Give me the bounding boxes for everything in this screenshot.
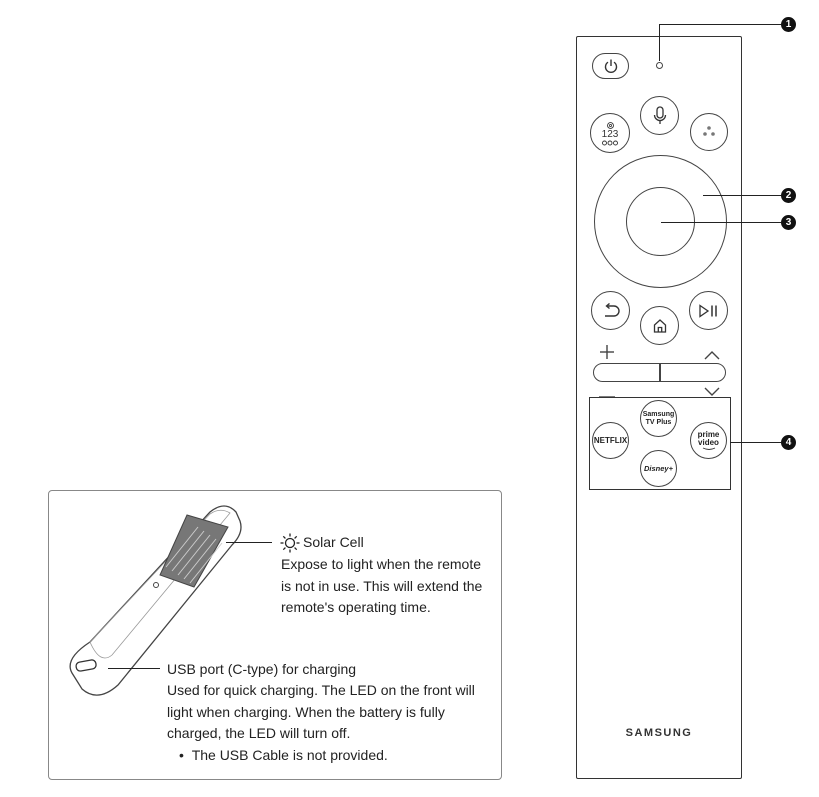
solar-cell-description: Expose to light when the remote is not i…	[281, 554, 496, 619]
callout-line-1	[659, 24, 781, 26]
solar-cell-title: Solar Cell	[303, 534, 364, 550]
video-label: video	[698, 437, 719, 447]
callout-3: 3	[781, 215, 796, 230]
play-pause-button[interactable]	[689, 291, 728, 330]
usb-description: Used for quick charging. The LED on the …	[167, 680, 497, 766]
bullet-icon: •	[179, 746, 192, 763]
disney-plus-button[interactable]: Disney+	[640, 450, 677, 487]
solar-line-3: remote's operating time.	[281, 599, 431, 615]
channel-down-icon	[703, 385, 721, 403]
info-panel	[48, 490, 502, 780]
usb-line-2: light when charging. When the battery is…	[167, 703, 445, 720]
dots-icon	[602, 140, 618, 146]
disney-plus-label: Disney+	[644, 464, 673, 473]
callout-line-2	[703, 195, 781, 197]
assistant-icon	[703, 126, 715, 136]
usb-callout-line-diag	[108, 668, 160, 670]
led-indicator	[656, 62, 663, 69]
back-button[interactable]	[591, 291, 630, 330]
number-button[interactable]: 123	[590, 113, 630, 153]
callout-line-3	[661, 222, 781, 224]
mic-button[interactable]	[640, 96, 679, 135]
solar-line-1: Expose to light when the remote	[281, 556, 482, 572]
volume-up-icon	[598, 343, 616, 365]
callout-4: 4	[781, 435, 796, 450]
samsung-tv-plus-button[interactable]: Samsung TV Plus	[640, 400, 677, 437]
power-icon	[604, 59, 617, 73]
home-button[interactable]	[640, 306, 679, 345]
assistant-button[interactable]	[690, 113, 728, 151]
callout-1: 1	[781, 17, 796, 32]
netflix-button[interactable]: NETFLIX	[592, 422, 629, 459]
usb-port-title: USB port (C-type) for charging	[167, 661, 357, 677]
callout-line-4	[730, 442, 781, 444]
samsung-tv-plus-line1: Samsung	[642, 410, 675, 418]
samsung-logo: SAMSUNG	[625, 727, 693, 739]
usb-note-text: The USB Cable is not provided.	[191, 746, 388, 763]
settings-icon	[606, 122, 614, 129]
solar-callout-line	[226, 542, 272, 544]
select-button[interactable]	[626, 187, 695, 256]
number-label: 123	[601, 129, 619, 140]
solar-line-2: is not in use. This will extend the	[281, 577, 483, 594]
samsung-tv-plus-line2: TV Plus	[645, 418, 672, 426]
direction-pad[interactable]	[594, 155, 727, 288]
remote-back-illustration	[69, 505, 242, 696]
sun-icon	[280, 533, 300, 553]
volume-channel-rocker[interactable]	[593, 363, 726, 382]
usb-line-3: charged, the LED will turn off.	[167, 725, 351, 741]
channel-up-icon	[703, 345, 721, 365]
prime-label: prime	[697, 429, 720, 439]
power-button[interactable]	[592, 53, 629, 79]
smile-icon	[702, 447, 715, 450]
back-icon	[604, 302, 620, 317]
callout-2: 2	[781, 188, 796, 203]
home-icon	[653, 318, 666, 333]
netflix-label: NETFLIX	[593, 436, 628, 445]
rocker-divider	[659, 364, 661, 381]
play-pause-icon	[698, 303, 717, 318]
callout-line-1-vertical	[659, 24, 661, 61]
app-buttons-area	[589, 397, 731, 490]
prime-video-button[interactable]: prime video	[690, 422, 727, 459]
usb-line-1: Used for quick charging. The LED on the …	[167, 682, 475, 698]
usb-note: • The USB Cable is not provided.	[167, 745, 497, 767]
mic-icon	[653, 105, 666, 124]
